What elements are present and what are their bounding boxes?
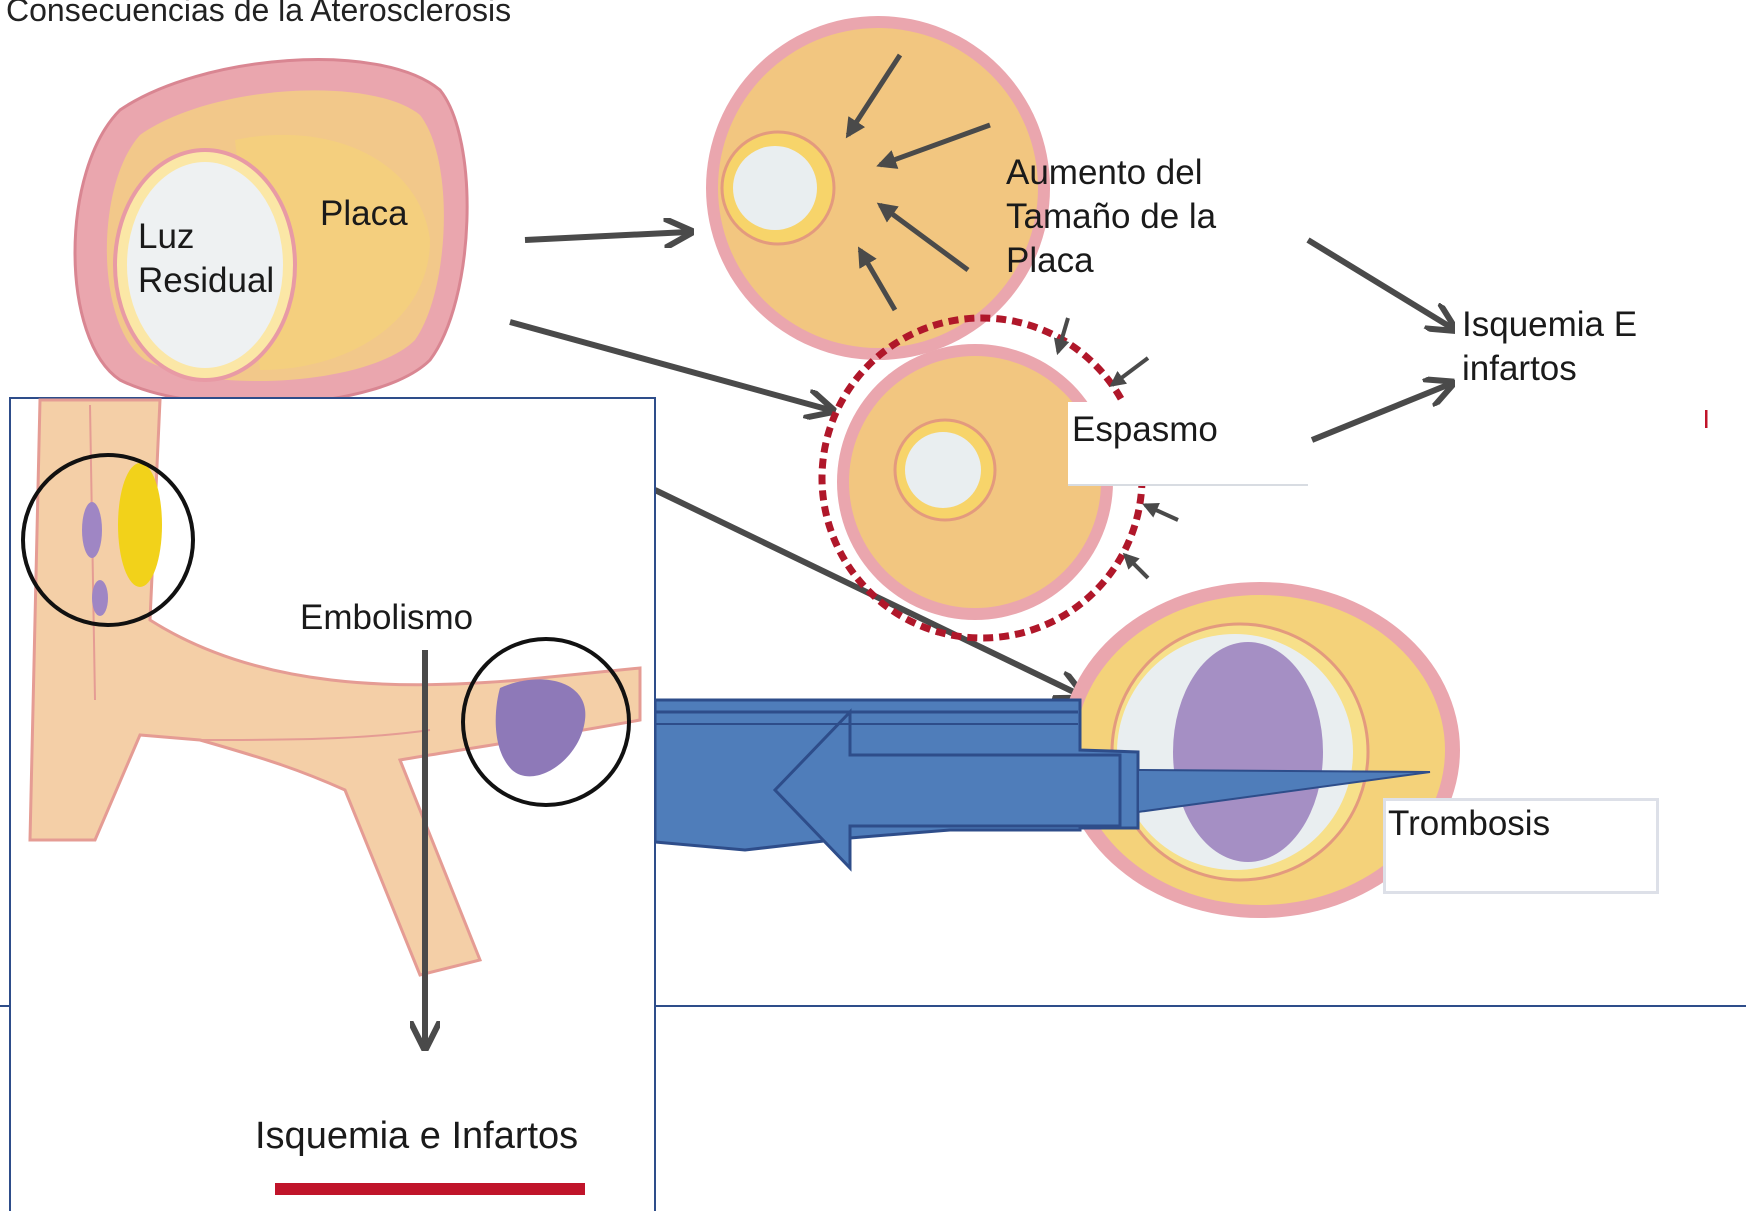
arrow-espasmo-to-isquemia	[1312, 384, 1450, 440]
label-aumento: Aumento del Tamaño de la Placa	[1006, 151, 1266, 283]
arrow-to-aumento	[525, 232, 688, 240]
label-embolismo: Embolismo	[300, 596, 473, 640]
label-isquemia-bottom: Isquemia e Infartos	[255, 1114, 578, 1158]
label-trombosis: Trombosis	[1388, 802, 1550, 846]
label-isquemia-right: Isquemia E infartos	[1462, 303, 1637, 391]
label-luz-residual: Luz Residual	[138, 215, 274, 303]
label-placa: Placa	[320, 192, 408, 236]
arrow-aumento-to-isquemia	[1308, 240, 1452, 328]
thrombus	[1173, 642, 1323, 862]
vessel-enlarged-plaque	[706, 16, 1050, 360]
diagram-title: Consecuencias de la Aterosclerosis	[6, 0, 511, 32]
arrow-to-espasmo	[510, 322, 830, 410]
embolism-inset-panel	[10, 398, 655, 1211]
underline-red	[275, 1183, 585, 1195]
label-espasmo: Espasmo	[1072, 408, 1218, 452]
